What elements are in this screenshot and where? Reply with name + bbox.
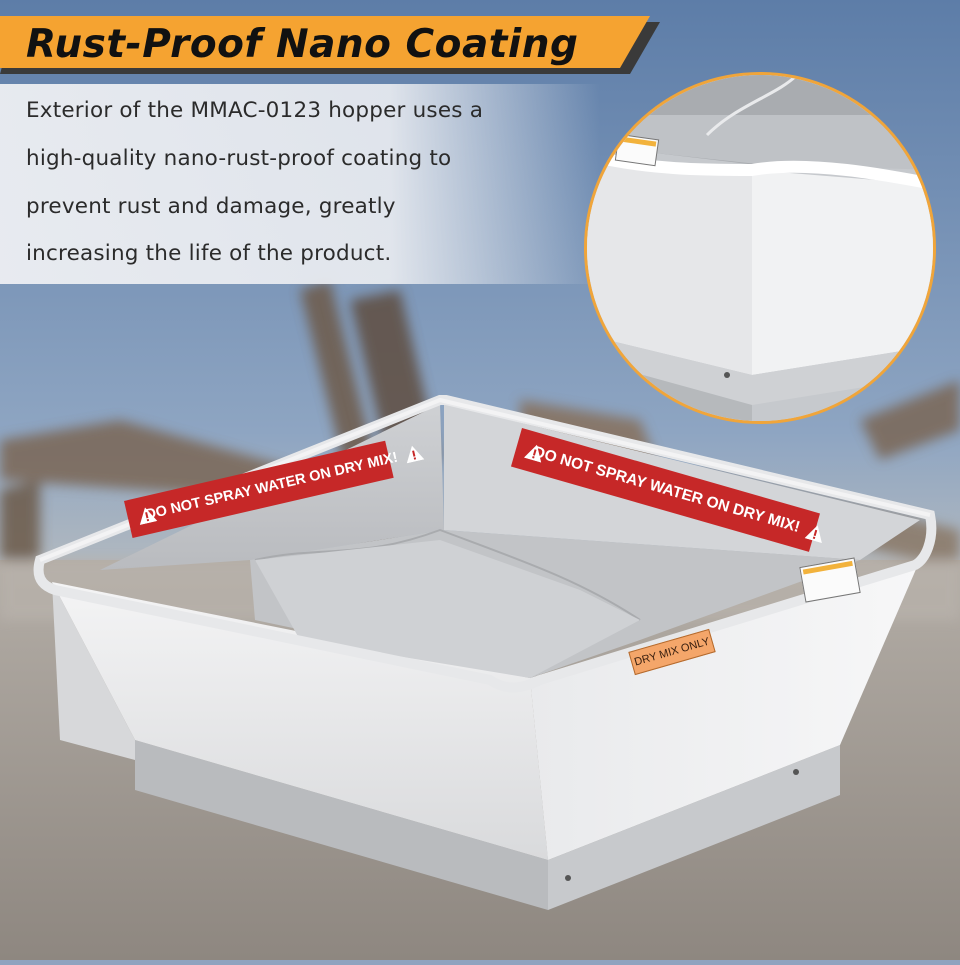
page-title: Rust-Proof Nano Coating [26, 22, 579, 67]
description-panel: Exterior of the MMAC-0123 hopper uses a … [0, 84, 600, 284]
warning-triangle-icon [804, 523, 823, 544]
description-line: high-quality nano-rust-proof coating to [26, 146, 452, 171]
warning-label-left: DO NOT SPRAY WATER ON DRY MIX! [124, 440, 425, 539]
warning-label-right: DO NOT SPRAY WATER ON DRY MIX! [510, 428, 823, 552]
zoom-inset-detail [584, 72, 936, 424]
warning-triangle-icon [404, 445, 425, 464]
warning-triangle-icon [136, 507, 158, 526]
description-line: prevent rust and damage, greatly [26, 194, 396, 219]
description-line: increasing the life of the product. [26, 241, 392, 266]
description-line: Exterior of the MMAC-0123 hopper uses a [26, 98, 484, 123]
zoomed-hopper-corner [587, 75, 933, 421]
header-banner: Rust-Proof Nano Coating [0, 16, 660, 74]
warning-triangle-icon [523, 442, 542, 463]
